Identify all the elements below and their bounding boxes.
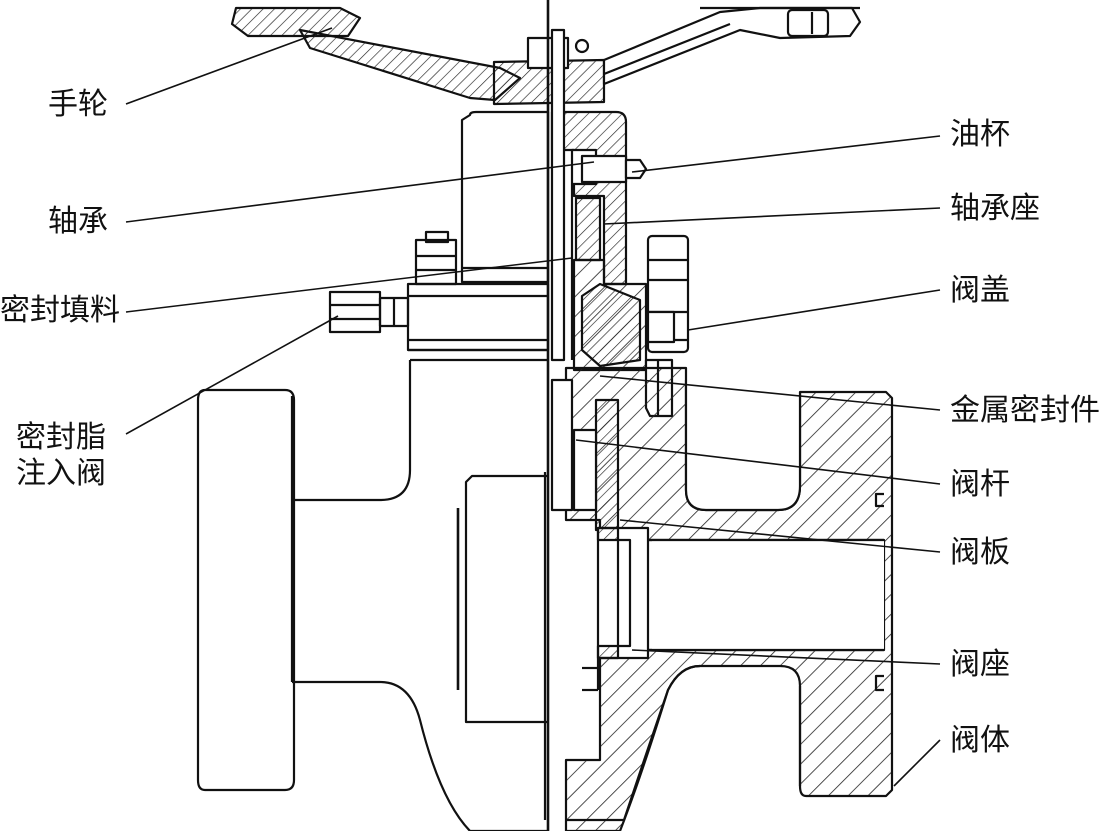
label-body: 阀体 — [950, 723, 1010, 758]
valve-body-left — [196, 358, 548, 831]
label-packing: 密封填料 — [0, 293, 120, 328]
stem-and-gate — [550, 28, 650, 692]
label-gate: 阀板 — [950, 535, 1010, 570]
bearing-housing-left — [460, 110, 550, 284]
label-bonnet: 阀盖 — [950, 273, 1010, 308]
leader-lines — [125, 27, 941, 787]
label-bearing: 轴承 — [48, 204, 108, 239]
grease-injection-valve — [328, 290, 410, 334]
label-bearing-seat: 轴承座 — [950, 191, 1040, 226]
label-handwheel: 手轮 — [48, 87, 108, 122]
label-metal-seal: 金属密封件 — [950, 393, 1100, 428]
label-grease-valve-line2: 注入阀 — [16, 456, 106, 491]
handwheel-part — [230, 6, 862, 106]
label-grease-valve-line1: 密封脂 — [16, 420, 106, 455]
label-grease-valve: 密封脂 注入阀 — [16, 420, 106, 492]
label-oil-cup: 油杯 — [950, 117, 1010, 152]
gland-nut-left — [406, 230, 550, 352]
label-seat: 阀座 — [950, 647, 1010, 682]
valve-body-section — [564, 366, 894, 831]
label-stem: 阀杆 — [950, 467, 1010, 502]
